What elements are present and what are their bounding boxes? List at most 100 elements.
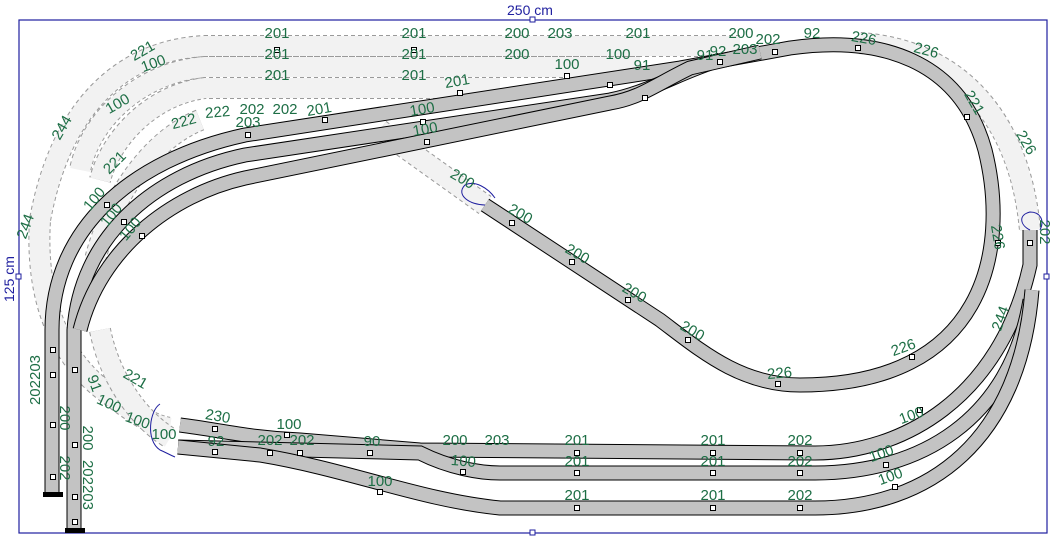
- track-markers: [50, 45, 1033, 525]
- track-piece-label[interactable]: 100: [408, 99, 436, 120]
- track-center-marker: [50, 422, 56, 428]
- track-center-marker: [574, 505, 580, 511]
- track-piece-label[interactable]: 200: [504, 25, 529, 42]
- resize-handle-right[interactable]: [1043, 273, 1050, 280]
- track-piece-label[interactable]: 201: [700, 432, 725, 449]
- track-center-marker: [917, 407, 923, 413]
- track-center-marker: [717, 59, 723, 65]
- track-piece-label[interactable]: 200: [442, 432, 467, 449]
- track-piece-label[interactable]: 91: [83, 373, 105, 394]
- track-piece-label[interactable]: 201: [264, 46, 289, 63]
- track-piece-label[interactable]: 91: [697, 47, 714, 64]
- height-dimension: 125 cm: [1, 256, 17, 302]
- track-piece-label[interactable]: 92: [208, 433, 225, 450]
- track-piece-label[interactable]: 201: [401, 46, 426, 63]
- resize-handle-bottom[interactable]: [529, 529, 536, 536]
- track-piece-label[interactable]: 202: [787, 487, 812, 504]
- track-center-marker: [72, 494, 78, 500]
- track-piece-label[interactable]: 202: [289, 432, 314, 449]
- track-piece-label[interactable]: 201: [401, 25, 426, 42]
- track-center-marker: [297, 450, 303, 456]
- track-center-marker: [322, 117, 328, 123]
- track-center-marker: [710, 450, 716, 456]
- track-piece-label[interactable]: 202: [56, 455, 73, 480]
- track-piece-label[interactable]: 201: [625, 25, 650, 42]
- track-center-marker: [569, 259, 575, 265]
- track-piece-label[interactable]: 226: [850, 28, 878, 49]
- track-piece-label[interactable]: 203: [732, 41, 757, 58]
- track-piece-label[interactable]: 202203: [79, 460, 96, 510]
- track-piece-label[interactable]: 201: [305, 99, 333, 120]
- track-piece-label[interactable]: 201: [564, 453, 589, 470]
- track-piece-label[interactable]: 203: [235, 114, 260, 131]
- track-center-marker: [710, 505, 716, 511]
- track-center-marker: [1027, 240, 1033, 246]
- track-center-marker: [274, 47, 280, 53]
- track-center-marker: [245, 132, 251, 138]
- track-piece-label[interactable]: 91: [634, 57, 651, 74]
- track-piece-label[interactable]: 202: [272, 101, 297, 118]
- track-piece-label[interactable]: 100: [605, 46, 630, 63]
- track-center-marker: [121, 219, 127, 225]
- track-piece-label[interactable]: 200: [728, 25, 753, 42]
- track-piece-label[interactable]: 201: [564, 432, 589, 449]
- track-piece-label[interactable]: 100: [151, 426, 176, 443]
- track-piece-label[interactable]: 92: [710, 43, 727, 60]
- track-center-marker: [710, 470, 716, 476]
- track-piece-label[interactable]: 203: [547, 25, 572, 42]
- track-center-marker: [367, 450, 373, 456]
- track-piece-label[interactable]: 201: [700, 453, 725, 470]
- track-center-marker: [457, 90, 463, 96]
- track-center-marker: [411, 47, 417, 53]
- track-piece-label[interactable]: 226: [987, 223, 1008, 251]
- track-piece-label[interactable]: 202: [257, 432, 282, 449]
- track-piece-label[interactable]: 92: [804, 25, 821, 42]
- track-piece-label[interactable]: 226: [912, 39, 941, 62]
- track-piece-label[interactable]: 200: [504, 46, 529, 63]
- track-piece-label[interactable]: 202: [787, 453, 812, 470]
- track-center-marker: [460, 469, 466, 475]
- track-piece-label[interactable]: 230: [204, 406, 232, 427]
- track-piece-label[interactable]: 226: [766, 364, 792, 383]
- track-piece-label[interactable]: 202: [755, 31, 780, 48]
- track-piece-label[interactable]: 100: [367, 473, 392, 490]
- track-piece-label[interactable]: 201: [264, 67, 289, 84]
- track-piece-label[interactable]: 201: [443, 71, 471, 92]
- track-center-marker: [104, 202, 110, 208]
- track-piece-label[interactable]: 202: [1036, 219, 1053, 244]
- track-center-marker: [50, 474, 56, 480]
- track-piece-label[interactable]: 201: [264, 25, 289, 42]
- track-center-marker: [855, 45, 861, 51]
- track-center-marker: [964, 114, 970, 120]
- track-piece-label[interactable]: 201: [700, 487, 725, 504]
- track-center-marker: [574, 450, 580, 456]
- track-piece-label[interactable]: 100: [411, 119, 439, 140]
- width-dimension: 250 cm: [507, 2, 553, 18]
- track-piece-label[interactable]: 100: [554, 56, 579, 73]
- track-center-marker: [72, 442, 78, 448]
- track-piece-label[interactable]: 203: [484, 432, 509, 449]
- track-center-marker: [267, 450, 273, 456]
- track-piece-label[interactable]: 222: [204, 103, 230, 122]
- track-piece-label[interactable]: 100: [276, 416, 301, 433]
- track-piece-label[interactable]: 202: [239, 101, 264, 118]
- track-center-marker: [212, 426, 218, 432]
- track-center-marker: [72, 519, 78, 525]
- track-piece-label[interactable]: 200: [56, 405, 73, 430]
- track-center-marker: [420, 119, 426, 125]
- track-piece-label[interactable]: 90: [364, 433, 381, 450]
- resize-handle-top[interactable]: [529, 16, 536, 23]
- track-piece-label[interactable]: 201: [564, 487, 589, 504]
- track-piece-label[interactable]: 222: [170, 110, 199, 133]
- track-piece-label[interactable]: 202203: [27, 355, 44, 405]
- track-piece-label[interactable]: 202: [787, 432, 812, 449]
- track-piece-label[interactable]: 201: [401, 67, 426, 84]
- track-center-marker: [607, 82, 613, 88]
- track-piece-label[interactable]: 100: [450, 452, 476, 471]
- track-center-marker: [883, 462, 889, 468]
- track-piece-label[interactable]: 200: [79, 425, 96, 450]
- buffer-stop: [43, 492, 63, 497]
- track-center-marker: [284, 432, 290, 438]
- resize-handle-left[interactable]: [15, 273, 22, 280]
